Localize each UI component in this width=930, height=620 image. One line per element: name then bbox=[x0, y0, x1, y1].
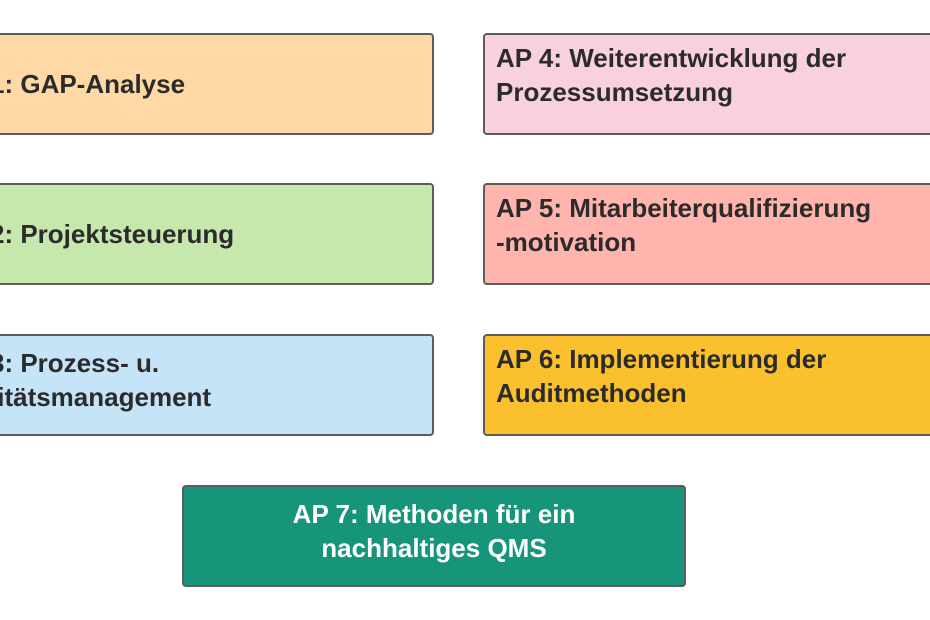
work-package-ap4-box: AP 4: Weiterentwicklung der Prozessumset… bbox=[483, 33, 930, 135]
work-package-ap5-box: AP 5: Mitarbeiterqualifizierung -motivat… bbox=[483, 183, 930, 285]
work-package-ap4-label-line-2: Prozessumsetzung bbox=[496, 77, 733, 107]
work-package-ap5-label-line-1: AP 5: Mitarbeiterqualifizierung bbox=[496, 193, 872, 223]
work-package-ap4-label-line-1: AP 4: Weiterentwicklung der bbox=[496, 43, 847, 73]
work-package-ap7-label-line-2: nachhaltiges QMS bbox=[321, 533, 547, 563]
work-package-ap6-label: AP 6: Implementierung der Auditmethoden bbox=[496, 342, 826, 410]
work-package-ap3-label-line-2: litätsmanagement bbox=[0, 382, 212, 412]
work-package-ap6-label-line-1: AP 6: Implementierung der bbox=[496, 344, 827, 374]
work-package-ap2-label: 2: Projektsteuerung bbox=[0, 217, 234, 251]
work-package-ap1-label-line: 1: GAP-Analyse bbox=[0, 69, 186, 99]
work-package-ap3-label: 3: Prozess- u. litätsmanagement bbox=[0, 346, 211, 414]
work-package-ap7-label-line-1: AP 7: Methoden für ein bbox=[292, 499, 576, 529]
work-package-ap7-label: AP 7: Methoden für ein nachhaltiges QMS bbox=[184, 497, 684, 565]
work-package-ap7-box: AP 7: Methoden für ein nachhaltiges QMS bbox=[182, 485, 686, 587]
work-package-ap2-label-line: 2: Projektsteuerung bbox=[0, 219, 235, 249]
work-package-ap5-label: AP 5: Mitarbeiterqualifizierung -motivat… bbox=[496, 191, 871, 259]
work-package-ap1-label: 1: GAP-Analyse bbox=[0, 67, 185, 101]
work-package-ap4-label: AP 4: Weiterentwicklung der Prozessumset… bbox=[496, 41, 846, 109]
work-package-ap1-box: 1: GAP-Analyse bbox=[0, 33, 434, 135]
work-package-ap6-box: AP 6: Implementierung der Auditmethoden bbox=[483, 334, 930, 436]
work-package-ap3-box: 3: Prozess- u. litätsmanagement bbox=[0, 334, 434, 436]
work-package-ap2-box: 2: Projektsteuerung bbox=[0, 183, 434, 285]
work-package-ap3-label-line-1: 3: Prozess- u. bbox=[0, 348, 160, 378]
work-package-ap5-label-line-2: -motivation bbox=[496, 227, 637, 257]
work-package-ap6-label-line-2: Auditmethoden bbox=[496, 378, 687, 408]
